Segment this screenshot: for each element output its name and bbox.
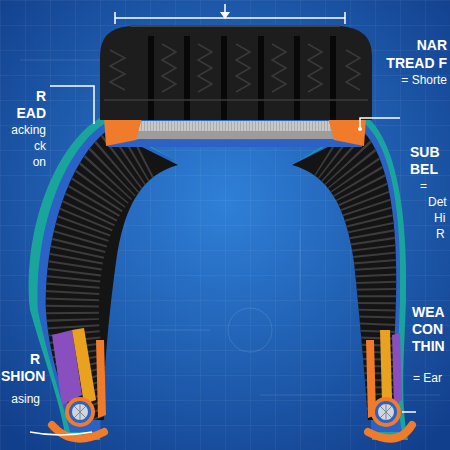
right-sidewall [292,118,412,440]
belt-package [104,118,366,147]
arrow-head [220,12,230,19]
callout-text: WEA [412,305,445,319]
callout-text: NAR [417,38,447,52]
callout-text: THIN [412,339,445,353]
callout-text: on [33,156,46,168]
callout-text: SHION [1,369,45,383]
leader-dot [358,127,362,131]
callout-text: = Ear [413,372,442,384]
callout-text: R [436,228,445,240]
callout-text: ck [34,140,46,152]
callout-text: CON [412,322,443,336]
callout-text: Hi [434,212,445,224]
callout-text: R [30,352,40,366]
callout-text: acking [11,124,46,136]
callout-text: = Shorte [401,74,447,86]
callout-text: Det [428,196,447,208]
callout-text: R [36,89,46,103]
callout-text: BEL [410,162,438,176]
callout-text: = [420,180,427,192]
left-sidewall [29,118,178,440]
callout-text: TREAD F [386,56,447,70]
tread [100,26,372,120]
leader-lines [30,4,416,435]
callout-text: EAD [16,106,46,120]
callout-text: asing [11,393,40,405]
callout-text: SUB [410,145,440,159]
